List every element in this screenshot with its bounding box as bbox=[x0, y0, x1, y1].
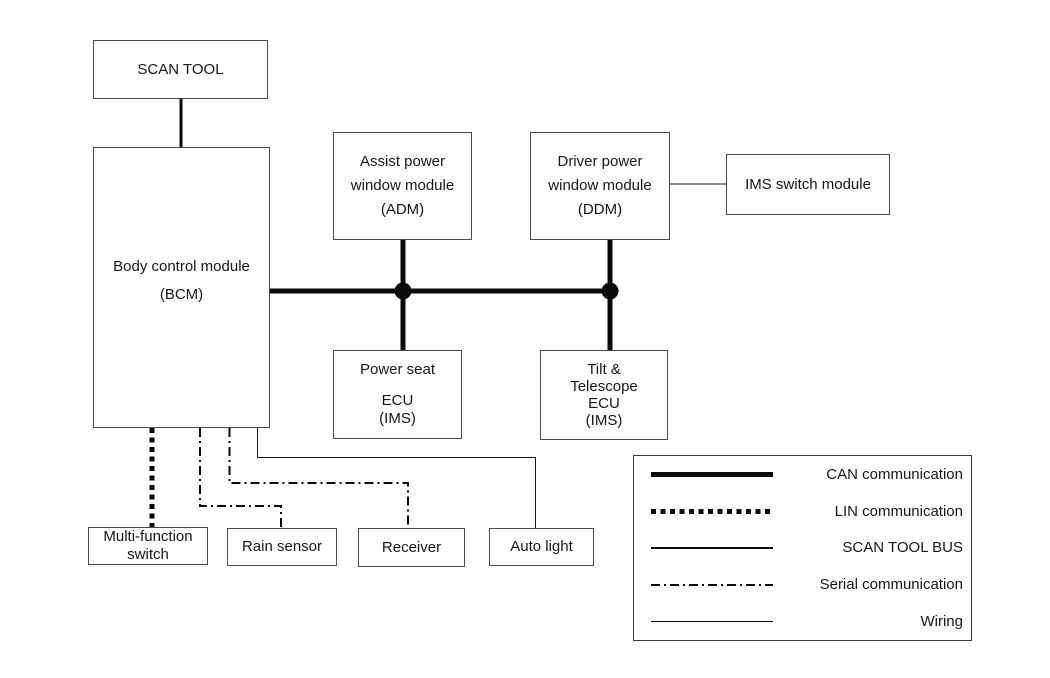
tilt-label-line4: (IMS) bbox=[585, 412, 623, 429]
tilt-label-line3: ECU bbox=[588, 395, 620, 412]
multi-function-label-line2: switch bbox=[127, 546, 169, 563]
multi-function-label-line1: Multi-function bbox=[103, 528, 193, 545]
bcm-autolight-wiring-line bbox=[257, 428, 536, 528]
can-junction-dot-adm bbox=[394, 282, 412, 300]
serial-receiver-line bbox=[228, 428, 409, 528]
legend-box: CAN communication LIN communication SCAN… bbox=[633, 455, 972, 641]
wiring-line-sample bbox=[651, 621, 773, 623]
power-seat-ecu-box: Power seat ECU (IMS) bbox=[333, 350, 462, 439]
serial-line-sample bbox=[651, 583, 773, 586]
tilt-telescope-ecu-box: Tilt & Telescope ECU (IMS) bbox=[540, 350, 668, 440]
legend-row-can: CAN communication bbox=[634, 456, 971, 493]
lin-line-sample bbox=[651, 508, 773, 514]
ims-switch-module-box: IMS switch module bbox=[726, 154, 890, 215]
bcm-label-line1: Body control module bbox=[113, 257, 250, 275]
bcm-label-line2: (BCM) bbox=[159, 285, 204, 303]
power-seat-label-line2: ECU bbox=[381, 392, 414, 409]
legend-row-wiring: Wiring bbox=[634, 603, 971, 640]
can-line-sample bbox=[651, 471, 773, 477]
adm-label-line1: Assist power bbox=[359, 153, 446, 170]
scan-tool-label: SCAN TOOL bbox=[137, 60, 224, 78]
legend-label-can: CAN communication bbox=[826, 465, 963, 483]
legend-label-lin: LIN communication bbox=[834, 502, 963, 520]
scan-tool-box: SCAN TOOL bbox=[93, 40, 268, 99]
driver-power-window-module-box: Driver power window module (DDM) bbox=[530, 132, 670, 240]
tilt-label-line2: Telescope bbox=[570, 378, 638, 395]
assist-power-window-module-box: Assist power window module (ADM) bbox=[333, 132, 472, 240]
rain-sensor-label: Rain sensor bbox=[241, 538, 323, 555]
tilt-label-line1: Tilt & bbox=[587, 361, 621, 378]
auto-light-box: Auto light bbox=[489, 528, 594, 566]
legend-row-scan-tool-bus: SCAN TOOL BUS bbox=[634, 530, 971, 567]
body-control-module-box: Body control module (BCM) bbox=[93, 147, 270, 428]
can-junction-dot-ddm bbox=[601, 282, 619, 300]
scan-tool-bus-line-sample bbox=[651, 546, 773, 549]
rain-sensor-box: Rain sensor bbox=[227, 528, 337, 566]
multi-function-switch-box: Multi-function switch bbox=[88, 527, 208, 565]
legend-label-scan-tool-bus: SCAN TOOL BUS bbox=[842, 539, 963, 557]
adm-label-line2: window module bbox=[350, 177, 455, 194]
legend-label-serial: Serial communication bbox=[819, 576, 963, 594]
ddm-label-line1: Driver power bbox=[557, 153, 643, 170]
ims-switch-label: IMS switch module bbox=[745, 175, 871, 193]
power-seat-label-line3: (IMS) bbox=[379, 410, 416, 427]
legend-row-serial: Serial communication bbox=[634, 566, 971, 603]
ddm-label-line3: (DDM) bbox=[577, 201, 623, 218]
receiver-box: Receiver bbox=[358, 528, 465, 567]
auto-light-label: Auto light bbox=[510, 538, 573, 555]
adm-label-line3: (ADM) bbox=[380, 201, 425, 218]
serial-rain-sensor-line bbox=[199, 428, 282, 528]
legend-label-wiring: Wiring bbox=[920, 613, 963, 631]
power-seat-label-line1: Power seat bbox=[359, 361, 436, 378]
ddm-label-line2: window module bbox=[548, 177, 652, 194]
legend-row-lin: LIN communication bbox=[634, 493, 971, 530]
receiver-label: Receiver bbox=[381, 538, 442, 556]
